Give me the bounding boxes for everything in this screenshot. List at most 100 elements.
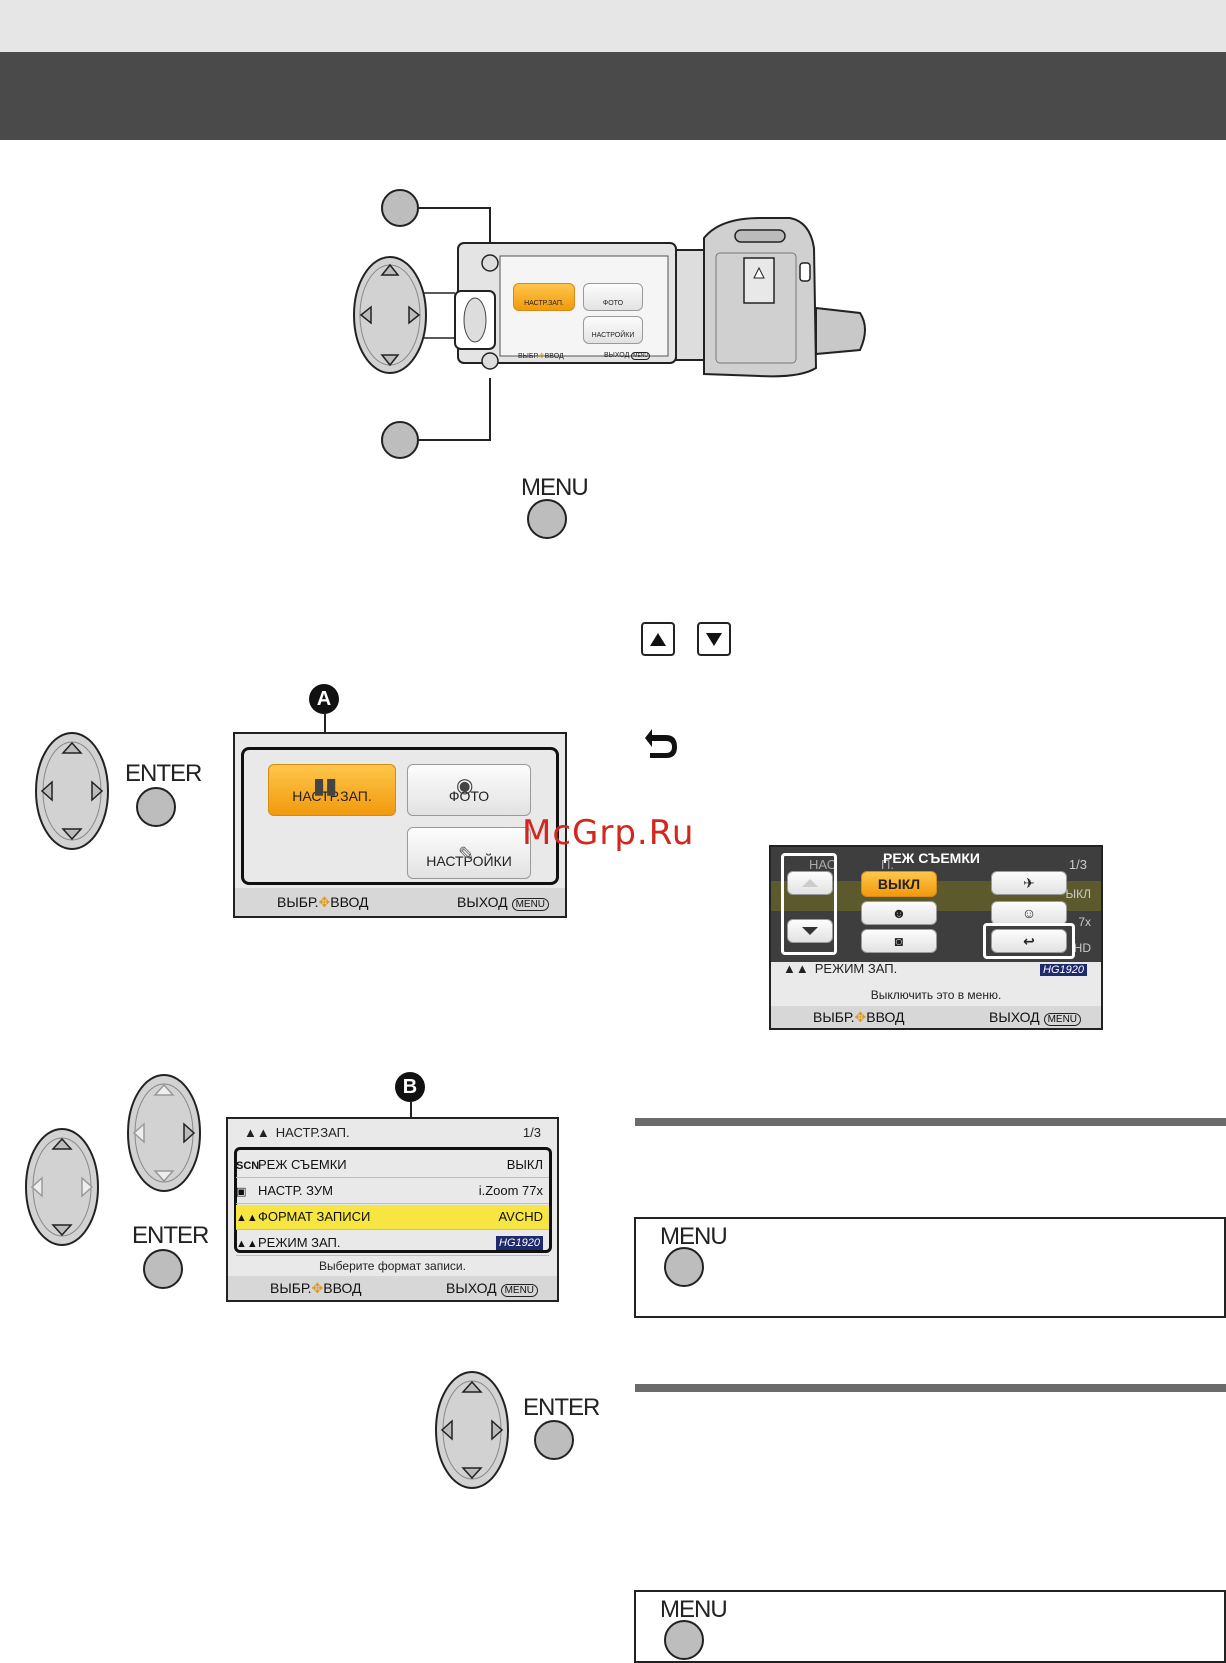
return-option-frame bbox=[983, 923, 1075, 959]
enter-button-b[interactable] bbox=[143, 1249, 183, 1289]
joystick-b-horizontal[interactable] bbox=[124, 1070, 204, 1196]
row-label: РЕЖ СЪЕМКИ bbox=[258, 1157, 347, 1172]
enter-button-bottom[interactable] bbox=[381, 421, 419, 459]
enter-button-a[interactable] bbox=[136, 787, 176, 827]
footer-select-label: ВЫБР. bbox=[277, 894, 319, 910]
joystick-c[interactable] bbox=[432, 1367, 512, 1493]
row-value: AVCHD bbox=[498, 1209, 543, 1224]
page-header-band bbox=[0, 52, 1226, 140]
footer-exit: ВЫХОД MENU bbox=[989, 1009, 1082, 1026]
screen-c-mode-label: РЕЖИМ ЗАП. bbox=[814, 961, 898, 976]
photo-camera-icon: ◉ bbox=[456, 775, 474, 797]
screen-c-bg-value3: HD bbox=[1073, 941, 1091, 955]
screen-b-hint: Выберите формат записи. bbox=[319, 1259, 466, 1273]
enter-button-c[interactable] bbox=[534, 1420, 574, 1460]
camera-lcd-exit: ВЫХОД bbox=[604, 352, 630, 359]
screen-c-bg-row1b: П. bbox=[881, 857, 894, 872]
scroll-down-icon bbox=[802, 927, 818, 935]
scroll-up-button[interactable] bbox=[787, 871, 833, 895]
enter-label-c: ENTER bbox=[523, 1394, 600, 1421]
joystick-glyph-icon: ✥ bbox=[854, 1009, 867, 1025]
submenu-row-scene[interactable]: SCNРЕЖ СЪЕМКИ ВЫКЛ bbox=[236, 1153, 549, 1178]
scene-option-off[interactable]: ВЫКЛ bbox=[861, 871, 937, 897]
row-label: НАСТР. ЗУМ bbox=[258, 1183, 333, 1198]
spotlight-icon: ◙ bbox=[894, 933, 904, 949]
screen-c-bg-row1: НАС bbox=[809, 857, 837, 872]
scene-option-off-label: ВЫКЛ bbox=[877, 876, 921, 892]
screen-c-mode-row: ▲▲ РЕЖИМ ЗАП. bbox=[783, 961, 897, 976]
screen-b-title-text: НАСТР.ЗАП. bbox=[275, 1125, 350, 1140]
camera-lcd-settings-tile: НАСТРОЙКИ bbox=[583, 316, 643, 344]
camera-lcd-settings-label: НАСТРОЙКИ bbox=[591, 332, 635, 339]
footer-enter-label: ВВОД bbox=[323, 1280, 362, 1296]
callout-line-a bbox=[324, 714, 326, 746]
camera-lcd-photo-tile: ФОТО bbox=[583, 283, 643, 311]
screen-b-footer: ВЫБР.✥ВВОД ВЫХОД MENU bbox=[228, 1276, 557, 1300]
menu-label: MENU bbox=[660, 1223, 728, 1250]
portrait-icon: ☻ bbox=[891, 905, 907, 921]
scroll-down-button[interactable] bbox=[787, 919, 833, 943]
footer-select-label: ВЫБР. bbox=[270, 1280, 312, 1296]
return-icon: ↩ bbox=[1023, 933, 1035, 949]
footer-enter-label: ВВОД bbox=[330, 894, 369, 910]
return-icon bbox=[645, 729, 677, 758]
menu-button-top[interactable] bbox=[381, 189, 419, 227]
camera-lcd-footer-left: ВЫБР.✥ВВОД bbox=[518, 352, 564, 360]
callout-badge-b: B bbox=[395, 1072, 425, 1102]
scene-option-sports[interactable]: ✈ bbox=[991, 871, 1067, 895]
camera-lcd-enter: ВВОД bbox=[544, 353, 564, 360]
scene-mode-icon: SCN bbox=[236, 1160, 260, 1172]
footer-enter-label: ВВОД bbox=[866, 1009, 905, 1025]
camcorder-icon: ▲▲ bbox=[244, 1125, 270, 1140]
screen-c-bg-value2: 7x bbox=[1078, 915, 1091, 929]
menu-button[interactable] bbox=[664, 1620, 704, 1660]
camera-lcd-photo-label: ФОТО bbox=[602, 300, 624, 307]
note-box-2: MENU bbox=[634, 1590, 1226, 1663]
joystick-b-vertical[interactable] bbox=[22, 1124, 102, 1250]
footer-exit-label: ВЫХОД bbox=[989, 1009, 1040, 1025]
screen-b-page: 1/3 bbox=[522, 1125, 541, 1140]
section-rule-2 bbox=[635, 1384, 1226, 1392]
menu-button[interactable] bbox=[527, 499, 567, 539]
wrench-icon: ✎ bbox=[458, 844, 475, 866]
sports-icon: ✈ bbox=[1023, 875, 1035, 891]
screen-c-footer: ВЫБР.✥ВВОД ВЫХОД MENU bbox=[771, 1006, 1101, 1028]
footer-select: ВЫБР.✥ВВОД bbox=[813, 1009, 905, 1026]
footer-exit: ВЫХОД MENU bbox=[446, 1280, 539, 1297]
camcorder-icon: ▮▮ bbox=[313, 773, 338, 798]
camera-lcd-record-label: НАСТР.ЗАП. bbox=[524, 300, 564, 307]
record-setup-label: НАСТР.ЗАП. bbox=[292, 788, 372, 804]
return-option-button[interactable]: ↩ bbox=[991, 929, 1067, 953]
row-label: РЕЖИМ ЗАП. bbox=[258, 1235, 341, 1250]
footer-select-label: ВЫБР. bbox=[813, 1009, 855, 1025]
camera-lcd-menu-badge: MENU bbox=[631, 352, 651, 360]
camcorder-icon: ▲▲ bbox=[236, 1238, 258, 1250]
top-menu-photo-tile[interactable]: ◉ ФОТО bbox=[407, 764, 531, 816]
menu-badge-icon: MENU bbox=[511, 898, 550, 911]
watermark-text: McGrp.Ru bbox=[522, 813, 695, 853]
scene-option-low-light[interactable]: ◙ bbox=[861, 929, 937, 953]
menu-screen-c: НАС П. РЕЖ СЪЕМКИ 1/3 ЫКЛ 7x HD ВЫКЛ ☻ ◙… bbox=[769, 845, 1103, 1030]
screen-c-hint: Выключить это в меню. bbox=[870, 988, 1002, 1002]
joystick-glyph-icon: ✥ bbox=[318, 894, 331, 910]
camcorder-icon: ▲▲ bbox=[783, 961, 809, 976]
scene-option-portrait[interactable]: ☻ bbox=[861, 901, 937, 925]
row-value: i.Zoom 77x bbox=[478, 1183, 543, 1198]
joystick-a[interactable] bbox=[32, 728, 112, 854]
scene-option-face[interactable]: ☺ bbox=[991, 901, 1067, 925]
menu-button[interactable] bbox=[664, 1247, 704, 1287]
top-menu-settings-tile[interactable]: ✎ НАСТРОЙКИ bbox=[407, 827, 531, 879]
menu-label: MENU bbox=[660, 1596, 728, 1623]
camera-lcd-footer-right: ВЫХОД MENU bbox=[604, 352, 651, 360]
submenu-row-rec-mode[interactable]: ▲▲РЕЖИМ ЗАП.HG1920 bbox=[236, 1231, 549, 1256]
submenu-highlight-frame bbox=[234, 1147, 552, 1253]
row-value: ВЫКЛ bbox=[506, 1157, 543, 1172]
footer-exit-label: ВЫХОД bbox=[457, 894, 508, 910]
screen-c-bg-value1: ЫКЛ bbox=[1065, 887, 1092, 901]
scroll-up-icon bbox=[802, 879, 818, 887]
down-key-icon bbox=[697, 622, 731, 656]
top-menu-record-tile[interactable]: ▮▮ НАСТР.ЗАП. bbox=[268, 764, 396, 816]
